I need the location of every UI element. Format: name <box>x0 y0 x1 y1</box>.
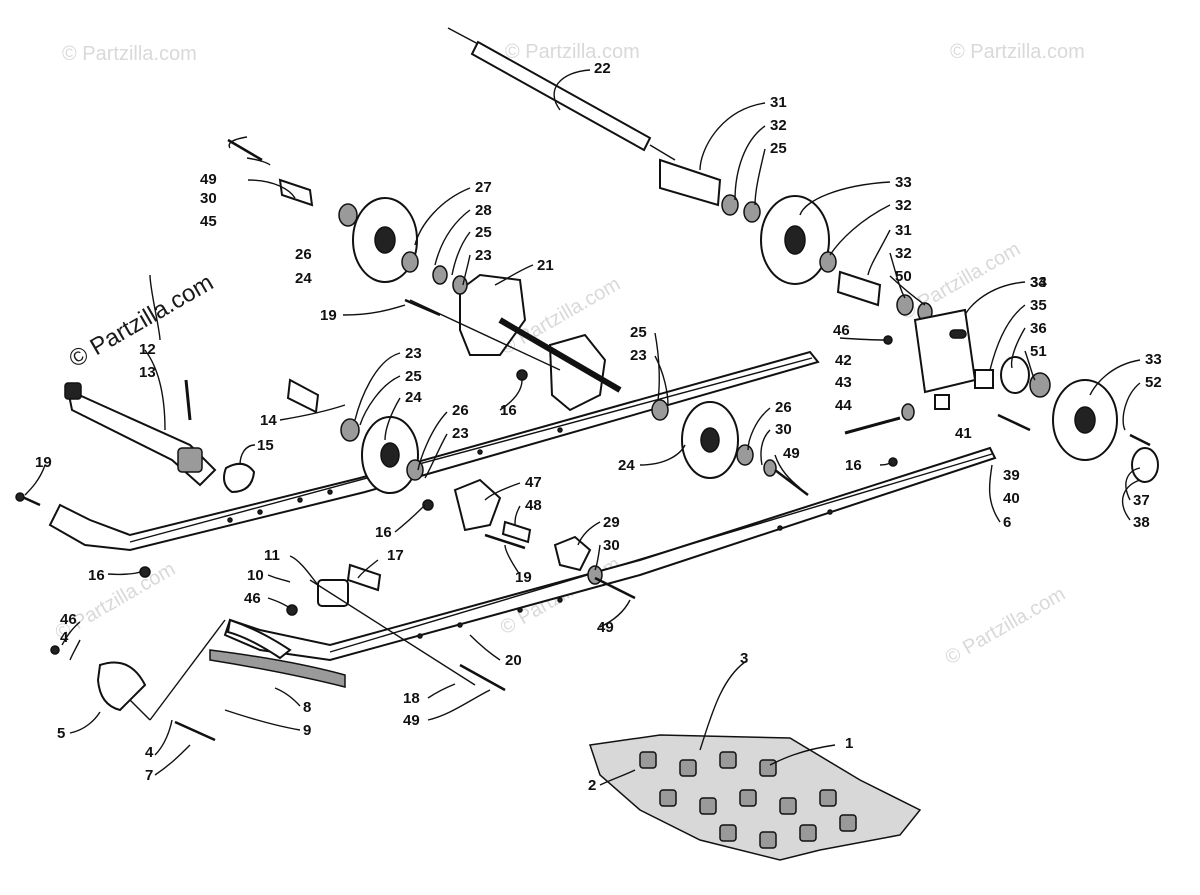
callout-6: 6 <box>1003 514 1011 531</box>
leader-lines <box>24 69 1141 786</box>
rear-bracket <box>844 308 1030 435</box>
callout-36: 36 <box>1030 320 1047 337</box>
callout-23: 23 <box>452 425 469 442</box>
callout-42: 42 <box>835 352 852 369</box>
idler-wheels <box>352 195 1159 494</box>
callout-32: 32 <box>895 245 912 262</box>
callout-46: 46 <box>833 322 850 339</box>
callout-23: 23 <box>475 247 492 264</box>
rear-arm-bracket <box>317 478 592 607</box>
callout-14: 14 <box>260 412 277 429</box>
callout-49: 49 <box>783 445 800 462</box>
callout-50: 50 <box>895 268 912 285</box>
callout-30: 30 <box>200 190 217 207</box>
callout-32: 32 <box>895 197 912 214</box>
callout-48: 48 <box>525 497 542 514</box>
callout-9: 9 <box>303 722 311 739</box>
callout-46: 46 <box>60 611 77 628</box>
callout-16: 16 <box>500 402 517 419</box>
callout-25: 25 <box>630 324 647 341</box>
callout-23: 23 <box>405 345 422 362</box>
callout-3: 3 <box>740 650 748 667</box>
callout-34: 34 <box>1030 274 1047 291</box>
callout-25: 25 <box>770 140 787 157</box>
callout-16: 16 <box>88 567 105 584</box>
callout-20: 20 <box>505 652 522 669</box>
callout-12: 12 <box>139 341 156 358</box>
callout-49: 49 <box>200 171 217 188</box>
callout-5: 5 <box>57 725 65 742</box>
right-slide-rail <box>223 446 997 662</box>
watermark: © Partzilla.com <box>942 583 1070 669</box>
callout-7: 7 <box>145 767 153 784</box>
callout-29: 29 <box>603 514 620 531</box>
callout-8: 8 <box>303 699 311 716</box>
callout-19: 19 <box>35 454 52 471</box>
callout-19: 19 <box>515 569 532 586</box>
track-section <box>589 734 922 861</box>
callout-52: 52 <box>1145 374 1162 391</box>
callout-41: 41 <box>955 425 972 442</box>
callout-25: 25 <box>405 368 422 385</box>
callout-21: 21 <box>537 257 554 274</box>
callout-39: 39 <box>1003 467 1020 484</box>
watermark: © Partzilla.com <box>950 41 1085 63</box>
callout-24: 24 <box>295 270 312 287</box>
callout-17: 17 <box>387 547 404 564</box>
callout-23: 23 <box>630 347 647 364</box>
callout-26: 26 <box>452 402 469 419</box>
callout-35: 35 <box>1030 297 1047 314</box>
callout-44: 44 <box>835 397 852 414</box>
callout-22: 22 <box>594 60 611 77</box>
callout-18: 18 <box>403 690 420 707</box>
rear-axle <box>447 27 676 161</box>
callout-16: 16 <box>845 457 862 474</box>
callout-4: 4 <box>60 629 69 646</box>
callout-4: 4 <box>145 744 154 761</box>
callout-2: 2 <box>588 777 596 794</box>
callout-25: 25 <box>475 224 492 241</box>
callout-19: 19 <box>320 307 337 324</box>
callout-49: 49 <box>597 619 614 636</box>
callout-43: 43 <box>835 374 852 391</box>
callout-49: 49 <box>403 712 420 729</box>
watermark: © Partzilla.com <box>505 41 640 63</box>
callout-labels: 1 2 3 4 4 5 6 7 8 9 10 11 12 13 14 15 16… <box>35 60 1162 794</box>
front-arm <box>64 379 256 494</box>
callout-51: 51 <box>1030 343 1047 360</box>
callout-1: 1 <box>845 735 853 752</box>
callout-11: 11 <box>264 547 280 564</box>
callout-28: 28 <box>475 202 492 219</box>
callout-30: 30 <box>603 537 620 554</box>
left-slide-rail <box>48 350 820 552</box>
callout-26: 26 <box>295 246 312 263</box>
callout-33: 33 <box>1030 274 1047 291</box>
callout-27: 27 <box>475 179 492 196</box>
callout-32: 32 <box>770 117 787 134</box>
callout-13: 13 <box>139 364 156 381</box>
shock-mount-bracket <box>409 273 622 412</box>
callout-16: 16 <box>375 524 392 541</box>
callout-45: 45 <box>200 213 217 230</box>
callout-31: 31 <box>895 222 912 239</box>
front-slider <box>96 618 346 712</box>
callout-24: 24 <box>618 457 635 474</box>
callout-10: 10 <box>247 567 264 584</box>
callout-26: 26 <box>775 399 792 416</box>
callout-46: 46 <box>244 590 261 607</box>
callout-47: 47 <box>525 474 542 491</box>
callout-40: 40 <box>1003 490 1020 507</box>
callout-33: 33 <box>1145 351 1162 368</box>
callout-38: 38 <box>1133 514 1150 531</box>
watermark: © Partzilla.com <box>62 43 197 65</box>
callout-31: 31 <box>770 94 787 111</box>
callout-24: 24 <box>405 389 422 406</box>
callout-37: 37 <box>1133 492 1150 509</box>
callout-33: 33 <box>895 174 912 191</box>
callout-30: 30 <box>775 421 792 438</box>
callout-15: 15 <box>257 437 274 454</box>
